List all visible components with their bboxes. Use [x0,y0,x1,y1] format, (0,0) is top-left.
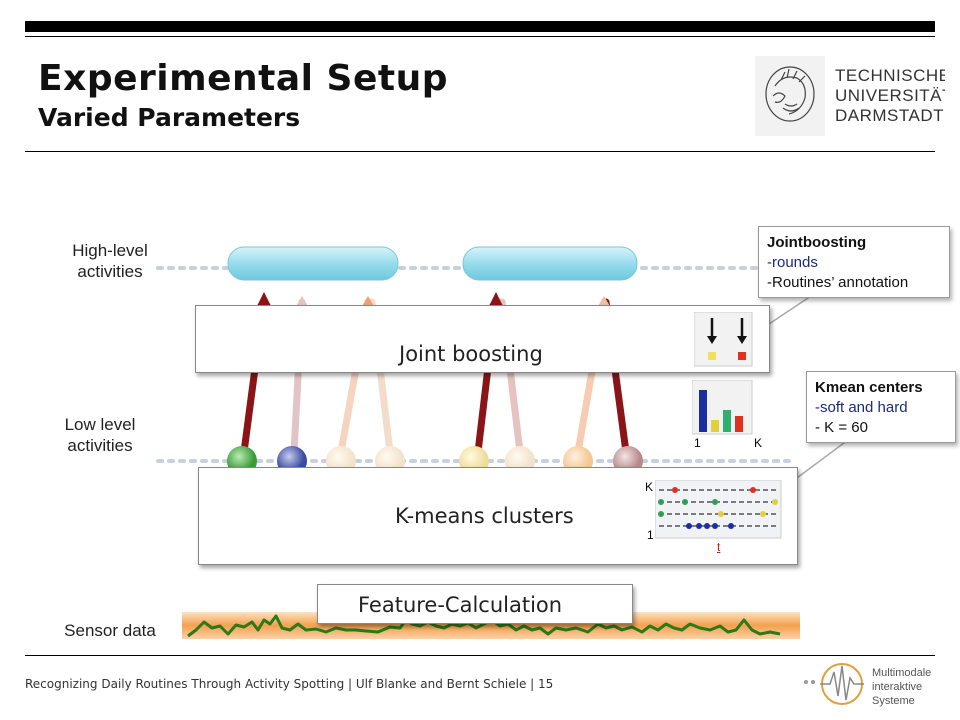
sensor-signal-line [187,614,781,638]
callout-kmean-line2: - K = 60 [815,419,868,436]
mm-line-3: Systeme [872,695,915,707]
row-label-sensor: Sensor data [64,621,156,640]
callout-joint-line2: -Routines’ annotation [767,274,909,291]
tu-line-2: UNIVERSITÄT [835,86,945,105]
joint-boosting-label: Joint boosting [399,342,543,366]
row-label-line: activities [77,262,143,281]
athena-head-icon [765,66,815,122]
callout-kmean-title: Kmean centers [815,379,923,396]
callout-joint-title: Jointboosting [767,234,867,251]
row-label-line: Low level [64,415,136,434]
feature-calculation-label: Feature-Calculation [358,593,563,617]
mm-line-1: Multimodale [872,667,931,679]
tu-darmstadt-logo: TECHNISCHE UNIVERSITÄT DARMSTADT [755,56,945,136]
top-rule-thick [25,21,935,32]
slide-footer: Recognizing Daily Routines Through Activ… [25,677,554,691]
row-label-high-level: High-level activities [40,240,180,282]
multimodale-logo: Multimodale interaktive Systeme [804,663,931,707]
row-label-low-level: Low level activities [30,414,170,456]
high-level-activity-pill [462,246,638,281]
cluster-axis-time: t [717,540,721,554]
callout-kmean-centers: Kmean centers -soft and hard - K = 60 [806,371,956,443]
slide-subtitle: Varied Parameters [38,103,301,132]
cluster-timeline-icon: K 1 t [639,476,789,560]
logo-frame [755,56,825,136]
kmeans-histogram-icon: 1 K [692,380,762,452]
cluster-axis-top: K [645,480,654,494]
kmeans-box: K-means clusters K 1 t [198,467,798,565]
histogram-axis-start: 1 [694,436,701,450]
row-label-line: High-level [72,241,148,260]
callout-kmean-line1: -soft and hard [815,399,908,416]
histogram-axis-end: K [754,436,763,450]
callout-jointboosting: Jointboosting -rounds -Routines’ annotat… [758,226,950,298]
top-rule-thin [25,36,935,37]
kmeans-label: K-means clusters [395,504,574,528]
callout-joint-line1: -rounds [767,254,818,271]
histogram-bars-icon [692,380,753,435]
mm-waveform-icon [804,663,864,705]
high-level-activity-pill [227,246,399,281]
row-label-line: activities [67,436,133,455]
footer-rule [25,655,935,656]
tu-line-3: DARMSTADT [835,106,944,125]
slide-title: Experimental Setup [38,58,448,99]
cluster-axis-bottom: 1 [647,528,654,542]
mm-line-2: interaktive [872,681,922,693]
boosting-selection-icon [694,312,753,367]
joint-boosting-box: Joint boosting [195,305,770,373]
header-rule [25,151,935,152]
tu-line-1: TECHNISCHE [835,66,945,85]
feature-calculation-box: Feature-Calculation [317,584,633,624]
cluster-grid-icon [655,480,782,539]
